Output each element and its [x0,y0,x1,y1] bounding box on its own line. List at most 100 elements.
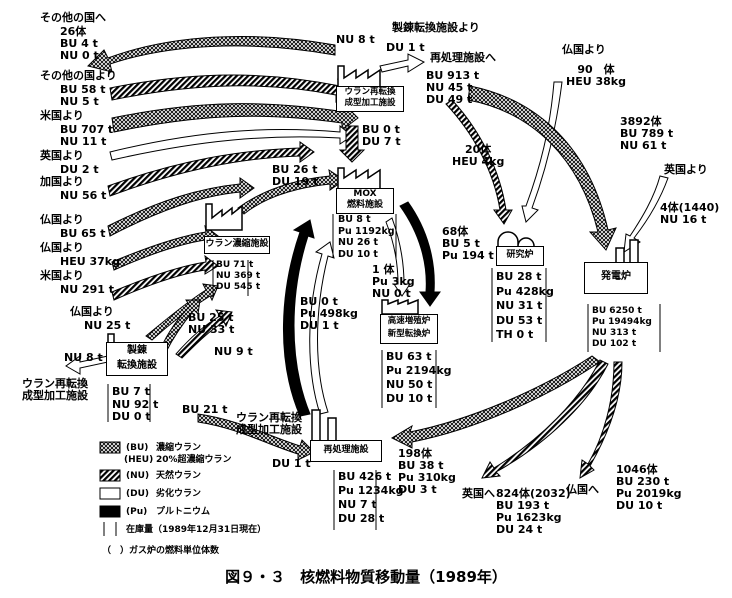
arrow-france-to-enrich [145,283,219,341]
legend-code-nu: (NU) [126,471,150,481]
flow-heu-20: 20体 HEU 4kg [452,143,505,168]
flow-du1-top: DU 1 t [386,41,425,54]
label-usa-from: 米国より [40,109,84,122]
label-france-from-left-qty: BU 65 t [60,227,106,240]
facility-uranium-conversion-top: ウラン再転換 成型加工施設 [336,86,404,112]
inventory-brackets [107,214,661,530]
flow-enrich-out: BU 26 t DU 19 t [272,163,319,188]
arrow-enrich-to-ref [175,309,233,359]
inventory-mox: BU 8 t Pu 1192kg NU 26 t DU 10 t [338,214,395,260]
arrow-mox-to-fbr [399,201,441,307]
legend-code-pu: (Pu) [126,507,148,517]
arrow-top-to-reproc [379,53,426,73]
label-uk-from: 英国より [664,163,708,176]
flow-to-france-qty: 1046体 BU 230 t Pu 2019kg DU 10 t [616,463,682,512]
label-nu8-left: NU 8 t [64,351,103,364]
arrow-reproc-to-research [445,99,513,225]
label-to-reprocessing: 再処理施設へ [430,51,496,64]
label-usa-from-qty: BU 707 t NU 11 t [60,123,114,148]
label-uk-from-left: 英国より [40,149,84,162]
flow-fbr-in: 1 体 Pu 3kg NU 0 t [372,263,415,300]
flow-research-in: 68体 BU 5 t Pu 194 t [442,225,494,262]
label-france-from-left: 仏国より [40,213,84,226]
arrow-to-other [87,35,336,73]
facility-mox: MOX 燃料施設 [336,188,394,214]
arrow-uk-to-power [623,175,669,253]
label-usa-from-left2-qty: NU 291 t [60,283,115,296]
inventory-fbr: BU 63 t Pu 2194kg NU 50 t DU 10 t [386,350,452,405]
legend-label-du: 劣化ウラン [156,489,202,499]
inventory-enrichment: BU 71 t NU 369 t DU 545 t [216,260,261,292]
arrow-power-to-reproc [390,355,601,449]
legend-swatch-bu [99,441,121,454]
arrow-from-usa-nu [111,254,219,301]
arrow-enrich-to-mox [237,168,345,215]
internal-arrows [65,53,669,479]
inventory-refining: BU 7 t NU 92 t DU 0 t [112,385,159,423]
flow-ucf-to-mox: BU 0 t DU 7 t [362,123,401,148]
arrow-reproc-to-mox [283,219,315,417]
facility-power-reactor: 発電炉 [584,262,648,294]
arrow-from-usa [111,102,359,133]
facility-refining-conversion: 製錬 転換施設 [106,342,168,376]
legend-swatches [99,441,121,536]
flow-du1-bottom: DU 1 t [272,457,311,470]
arrow-pellet [309,241,335,415]
flow-bu21: BU 21 t [182,403,228,416]
inventory-power: BU 6250 t Pu 19494kg NU 313 t DU 102 t [592,306,652,349]
label-france-from-left2-qty: HEU 37kg [60,255,120,268]
legend-label-heu: 20%超濃縮ウラン [156,455,232,465]
label-from-other-qty: BU 58 t NU 5 t [60,83,106,108]
legend-label-nu: 天然ウラン [156,471,202,481]
arrow-ref-to-enrich [159,299,201,353]
arrow-from-france-bu [107,177,255,237]
arrow-reproc-to-power [467,85,617,251]
label-uk-from-qty: 4体(1440) NU 16 t [660,201,720,226]
label-france-from-top: 仏国より [562,43,606,56]
label-canada-from: 加国より [40,175,84,188]
arrow-from-other [109,74,353,103]
label-to-other: その他の国へ [40,11,106,24]
legend-swatch-pu [99,505,121,518]
legend-swatch-nu [99,469,121,482]
inventory-research: BU 28 t Pu 428kg NU 31 t DU 53 t TH 0 t [496,270,554,341]
label-fuel-bundle-note: （ ）ガス炉の燃料単位体数 [102,546,220,556]
flow-mox-in: BU 0 t Pu 498kg DU 1 t [300,295,358,332]
arrow-power-to-uk [481,359,609,479]
legend-label-bu: 濃縮ウラン [156,443,202,453]
legend-bracket [103,522,117,536]
label-france-from-top-qty: 90 体 HEU 38kg [566,63,626,88]
legend-swatch-du [99,487,121,500]
label-to-ucf-bottom: ウラン再転換 成型加工施設 [236,411,302,436]
label-refining-from: 製錬転換施設より [392,21,480,34]
facility-reprocessing: 再処理施設 [310,440,382,462]
label-to-other-qty: 26体 BU 4 t NU 0 t [60,25,99,62]
label-to-france: 仏国へ [566,483,599,496]
flow-enrich-in: BU 25 t NU 33 t [188,311,235,336]
label-france-from-left3: 仏国より [70,305,114,318]
legend-code-bu: (BU) [126,443,149,453]
label-from-other: その他の国より [40,69,117,82]
arrow-ref-to-ucf-left [65,355,109,375]
label-to-ucf-left: ウラン再転換 成型加工施設 [22,377,88,402]
label-to-uk: 英国へ [462,487,495,500]
flow-pwr-3892: 3892体 BU 789 t NU 61 t [620,115,674,152]
arrow-power-to-france [579,361,623,479]
legend-code-heu: (HEU) [124,455,154,465]
arrow-ucf-to-mox [338,125,366,163]
facility-research-reactor: 研究炉 [496,246,544,266]
label-france-from-left2: 仏国より [40,241,84,254]
arrow-from-canada [107,141,315,197]
arrow-france-to-research [521,81,563,223]
arrow-mox-to-fbr2 [385,217,411,297]
flow-to-reproc-198: 198体 BU 38 t Pu 310kg DU 3 t [398,447,456,496]
figure-caption: 図９・３ 核燃料物質移動量（1989年） [225,568,507,586]
legend-label-inventory: 在庫量（1989年12月31日現在） [126,525,267,535]
label-canada-from-qty: NU 56 t [60,189,107,202]
flow-nu8-top: NU 8 t [336,33,375,46]
facility-fbr: 高速増殖炉 新型転換炉 [380,314,438,344]
import-arrows [87,35,359,341]
label-uk-from-left-qty: DU 2 t [60,163,99,176]
arrow-bottom-to-reproc [197,413,315,461]
